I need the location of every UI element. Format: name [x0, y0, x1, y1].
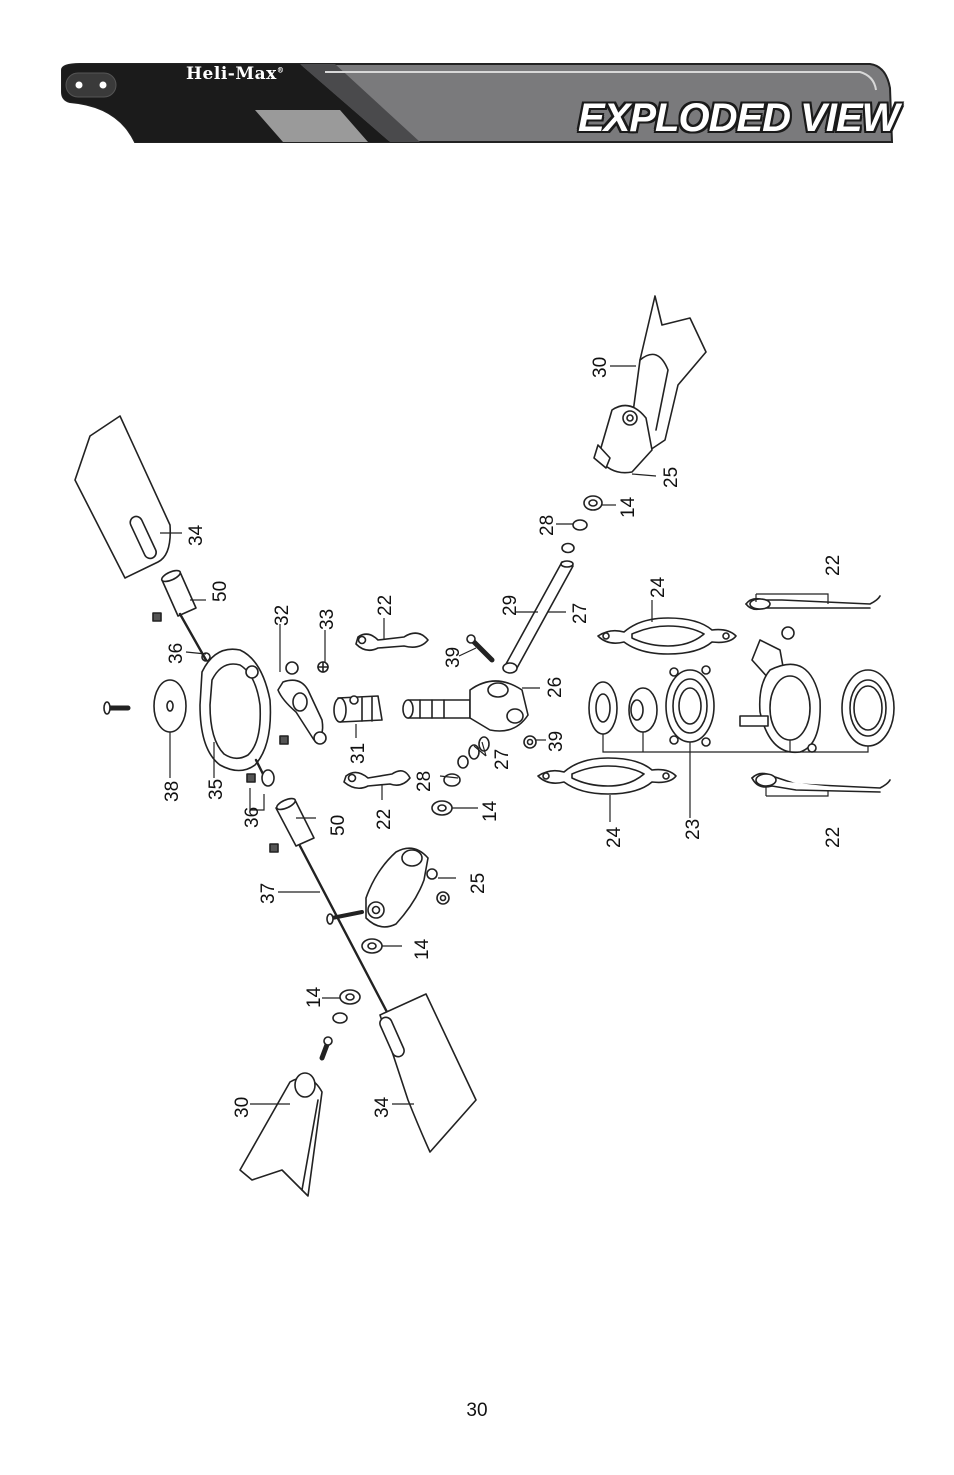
callout-label: 27 [570, 603, 591, 624]
callout-label: 36 [166, 643, 187, 664]
set-screw [269, 843, 279, 853]
callout-label: 36 [242, 807, 263, 828]
callout-label: 22 [374, 809, 395, 830]
rotor-hub [402, 680, 529, 732]
blade-grip-lower [365, 847, 438, 928]
linkage-rod [751, 772, 891, 793]
flybar-paddle-lower [379, 993, 477, 1153]
callout-label: 28 [537, 515, 558, 536]
bearing [443, 773, 461, 787]
radius-link-upper [597, 617, 737, 655]
linkage-rod [343, 770, 411, 790]
brand-logo: Heli-Max® [186, 64, 284, 84]
linkage-rod [355, 632, 429, 652]
callout-label: 14 [480, 800, 501, 822]
screw [103, 701, 131, 715]
swashplate-ball [628, 687, 658, 733]
swashplate-inner [665, 665, 715, 747]
main-blade-upper [631, 295, 707, 451]
callout-label: 27 [492, 749, 513, 770]
callout-label: 22 [375, 595, 396, 616]
callout-label: 39 [443, 647, 464, 668]
callout-label: 34 [186, 524, 207, 546]
screw [317, 661, 329, 673]
callout-label: 22 [823, 827, 844, 848]
washer [572, 519, 588, 531]
swashplate-outer [739, 626, 821, 754]
set-screw [279, 735, 289, 745]
washer [502, 662, 518, 674]
callout-label: 14 [618, 496, 639, 518]
page-number: 30 [466, 1400, 488, 1421]
callout-label: 33 [317, 609, 338, 630]
callout-label: 14 [304, 986, 325, 1008]
radius-link-lower [537, 757, 677, 795]
header-banner [61, 63, 894, 143]
callout-label: 24 [604, 826, 625, 848]
washer [332, 1012, 348, 1024]
callout-label: 14 [412, 938, 433, 960]
callout-label: 34 [372, 1096, 393, 1118]
callout-label: 37 [258, 883, 279, 904]
callout-label: 35 [206, 779, 227, 800]
brand-name: Heli-Max [186, 64, 277, 84]
nut [436, 891, 450, 905]
flybar-paddle-upper [74, 415, 172, 579]
callout-label: 22 [823, 555, 844, 576]
callout-label: 25 [661, 467, 682, 488]
swashplate-bearing [841, 669, 895, 747]
callout-label: 29 [500, 595, 521, 616]
callout-label: 28 [414, 771, 435, 792]
nut [523, 735, 537, 749]
callout-label: 24 [648, 576, 669, 598]
callout-label: 30 [232, 1097, 253, 1118]
main-blade-lower [239, 1072, 323, 1197]
callout-label: 38 [162, 781, 183, 802]
callout-label: 26 [545, 677, 566, 698]
washer [468, 744, 480, 760]
set-screw [246, 773, 256, 783]
linkage-rod [745, 595, 881, 611]
callout-label: 50 [328, 815, 349, 836]
callout-label: 39 [546, 731, 567, 752]
screw [330, 910, 364, 920]
callout-label: 30 [590, 357, 611, 378]
callout-label: 50 [210, 581, 231, 602]
bolt-hole-icon [99, 81, 107, 89]
swashplate-ring [588, 681, 618, 735]
callout-label: 23 [683, 819, 704, 840]
callout-label: 32 [272, 605, 293, 626]
page-title: EXPLODED VIEW [578, 96, 899, 140]
screw [466, 634, 495, 663]
seesaw [277, 661, 327, 745]
washout-base [333, 695, 383, 723]
bolt-hole-icon [75, 81, 83, 89]
flybar-frame [199, 648, 272, 772]
set-screw [152, 612, 162, 622]
blade-grip-upper [593, 404, 653, 474]
brand-registered-mark: ® [276, 65, 285, 75]
screw [319, 1036, 333, 1061]
washer [457, 755, 469, 769]
callout-label: 31 [348, 743, 369, 764]
callout-label: 25 [468, 873, 489, 894]
washer [561, 542, 575, 554]
